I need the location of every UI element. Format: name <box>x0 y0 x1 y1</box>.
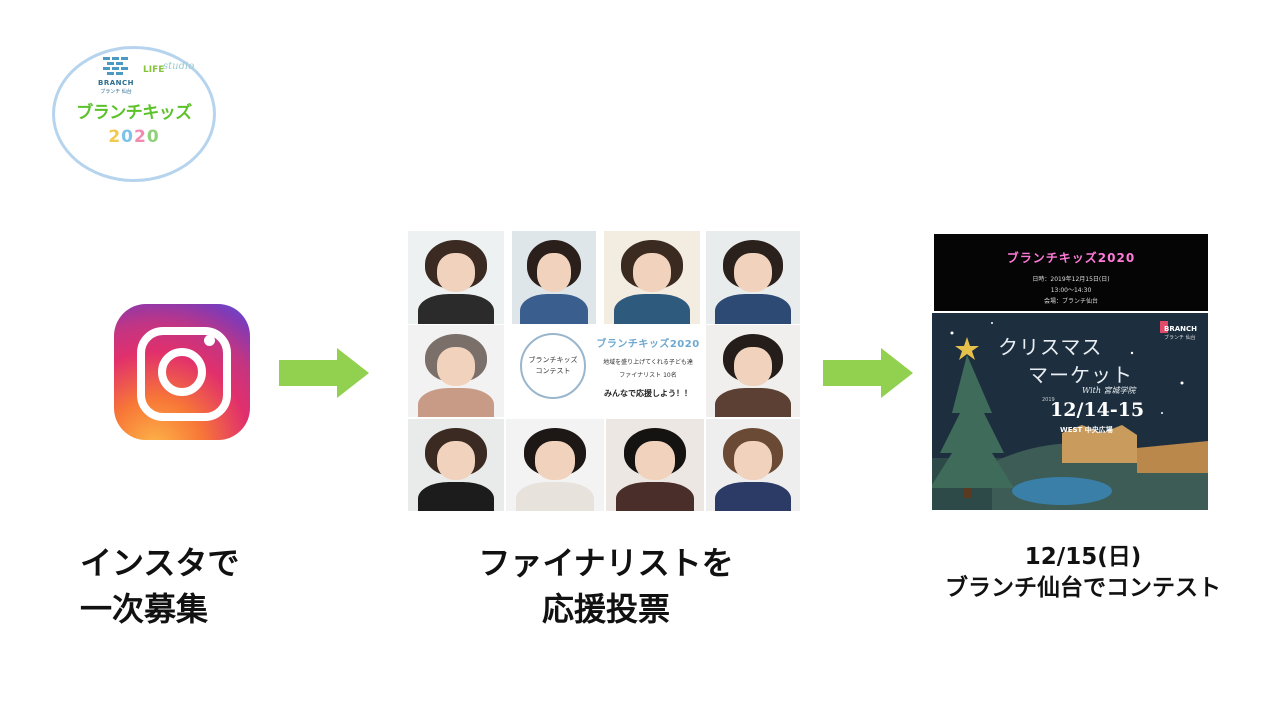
finalist-photo <box>408 231 504 324</box>
instagram-lens <box>158 348 206 396</box>
branch-kids-logo: BRANCH ブランチ 仙台 LIFE studio ブランチキッズ 2020 <box>52 46 216 182</box>
xmas-year: 2019 <box>1042 397 1055 403</box>
logo-year-digit: 0 <box>146 127 160 147</box>
step2-caption: ファイナリストを 応援投票 <box>456 540 756 632</box>
instagram-flash-dot <box>204 335 215 346</box>
xmas-title-line1: クリスマス <box>998 335 1103 359</box>
logo-year: 2020 <box>75 127 193 147</box>
event-banner-date: 日時：2019年12月15日(日) <box>1032 276 1110 283</box>
finalist-photo <box>506 419 604 511</box>
step1-line2: 一次募集 <box>80 590 209 628</box>
logo-title: ブランチキッズ <box>76 103 192 123</box>
poster-brand-subtext: ブランチ 仙台 <box>1164 335 1196 341</box>
step3-line2: ブランチ仙台でコンテスト <box>945 575 1221 601</box>
contest-wreath-icon <box>520 333 586 399</box>
contest-card-title: ブランチキッズ2020 <box>596 339 700 350</box>
finalist-photo <box>408 325 504 417</box>
logo-brand-subtext: ブランチ 仙台 <box>100 89 132 95</box>
xmas-title-line2: マーケット <box>1028 363 1133 387</box>
contest-card-callout: みんなで応援しよう！！ <box>604 389 692 398</box>
step1-line1: インスタで <box>80 544 240 582</box>
event-banner-time: 13:00〜14:30 <box>1050 287 1092 294</box>
finalist-photo <box>706 419 800 511</box>
arrow-right-icon <box>279 348 369 398</box>
xmas-dates: 12/14-15 <box>1050 399 1145 421</box>
christmas-market-poster: クリスマス マーケット With 宮城学院 2019 12/14-15 WEST… <box>932 313 1208 510</box>
finalist-photo <box>408 419 504 511</box>
finalists-collage: ブランチキッズ コンテスト ブランチキッズ2020 地域を盛り上げてくれる子ども… <box>408 231 800 511</box>
event-banner: ブランチキッズ2020 日時：2019年12月15日(日) 13:00〜14:3… <box>934 234 1208 311</box>
step2-line1: ファイナリストを <box>478 544 734 582</box>
step3-caption: 12/15(日) ブランチ仙台でコンテスト <box>918 542 1248 604</box>
event-banner-place: 会場：ブランチ仙台 <box>1043 298 1098 305</box>
contest-card-line: ファイナリスト 10名 <box>619 372 677 379</box>
xmas-partner: With 宮城学院 <box>1082 386 1136 395</box>
finalist-photo <box>606 419 704 511</box>
step2-line2: 応援投票 <box>541 590 670 628</box>
arrow-right-icon <box>823 348 913 398</box>
logo-year-digit: 0 <box>121 127 134 147</box>
christmas-scene-illustration <box>932 313 1208 510</box>
logo-brand-text: BRANCH <box>98 79 134 87</box>
finalist-photo <box>604 231 700 324</box>
branch-brand-icon <box>103 57 128 75</box>
logo-year-digit: 2 <box>108 127 122 147</box>
logo-year-digit: 2 <box>134 127 147 147</box>
logo-life-script: studio <box>163 61 195 72</box>
contest-info-card: ブランチキッズ コンテスト ブランチキッズ2020 地域を盛り上げてくれる子ども… <box>512 325 706 415</box>
finalist-photo <box>512 231 596 324</box>
step1-caption: インスタで 一次募集 <box>80 540 239 632</box>
xmas-venue: WEST 中央広場 <box>1060 426 1113 434</box>
poster-brand-text: BRANCH <box>1164 325 1197 333</box>
finalist-photo <box>706 325 800 417</box>
instagram-icon <box>114 304 250 440</box>
event-banner-title: ブランチキッズ2020 <box>1006 251 1136 265</box>
finalist-photo <box>706 231 800 324</box>
instagram-camera-outline <box>137 327 231 421</box>
contest-circle-text: ブランチキッズ コンテスト <box>528 356 578 375</box>
step3-line1: 12/15(日) <box>1024 544 1142 570</box>
contest-card-line: 地域を盛り上げてくれる子ども達 <box>603 359 693 366</box>
logo-life-text: LIFE <box>143 65 165 75</box>
